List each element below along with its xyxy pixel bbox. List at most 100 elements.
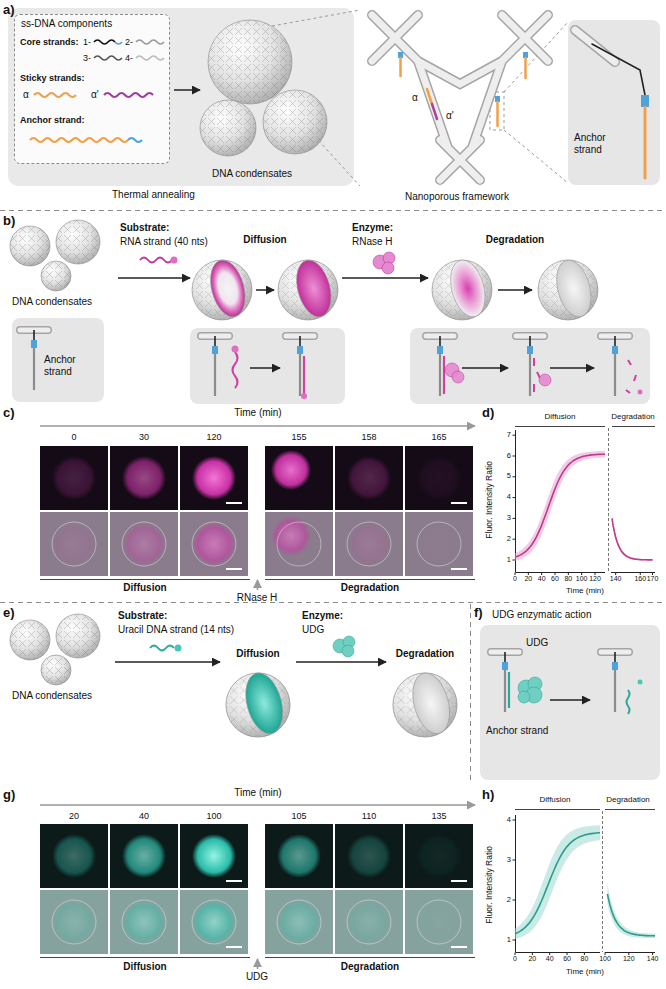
rna-strand-part (233, 352, 238, 388)
tick-mark (515, 573, 516, 576)
text-holder: Time (min) (234, 407, 281, 419)
panel-separator (0, 211, 666, 785)
framework-strut (372, 15, 649, 180)
text-holder: Degradation (486, 234, 544, 246)
uracil-strand-part (508, 672, 510, 708)
text-holder: h) (482, 788, 494, 803)
text-holder: 1 (507, 556, 511, 565)
droplet (271, 450, 311, 490)
text-holder: α (412, 92, 418, 104)
tick-mark (513, 940, 516, 941)
node-text: Anchor strand: (20, 115, 85, 125)
text-holder: 20 (528, 955, 536, 963)
text-holder: Uracil DNA strand (14 nts) (118, 624, 234, 636)
tick-label: 20 (528, 955, 536, 963)
panel-separator-part (0, 211, 666, 785)
text-holder: α' (446, 110, 454, 122)
text-holder: 155 (291, 432, 306, 442)
text-holder: 105 (291, 811, 306, 821)
text-holder: 140 (610, 575, 622, 583)
droplet (192, 522, 236, 566)
droplet (417, 456, 461, 500)
udg-enzyme-part (342, 645, 354, 657)
tick-mark (555, 573, 556, 576)
dna-strand-part (34, 93, 76, 97)
anchor-strand-part (601, 336, 629, 396)
text-holder: UDG (302, 624, 324, 636)
time-point: 40 (139, 811, 149, 821)
tick-label: 40 (546, 955, 554, 963)
text-holder: 0 (71, 432, 76, 442)
droplet (347, 522, 391, 566)
panel-background-part (190, 328, 345, 404)
tick-label: 2 (507, 535, 511, 544)
condensate-hemisphere-part-part (445, 256, 491, 320)
droplet (122, 456, 166, 500)
tick-mark (652, 573, 653, 576)
text-holder: b) (3, 214, 15, 229)
droplet-outline (347, 522, 391, 566)
micrograph-tile (40, 824, 108, 888)
label-text: UDG (246, 971, 268, 983)
micrograph-tile (110, 446, 178, 510)
droplet-outline (52, 900, 96, 944)
tick-label: 170 (647, 575, 659, 583)
condensate-part (208, 20, 292, 104)
text-holder: c) (3, 406, 15, 421)
anchor-strand-part (516, 336, 544, 396)
process-arrow-part (118, 277, 190, 279)
panel-letter: h) (482, 788, 494, 803)
droplet-outline (417, 900, 461, 944)
text-holder: Degradation (611, 412, 655, 421)
tick-label: 0 (513, 955, 517, 963)
data-curve (607, 894, 655, 936)
process-arrow-part (174, 89, 200, 91)
time-point: 110 (362, 811, 376, 821)
enzyme-blob-part (539, 374, 551, 386)
text-holder: 158 (361, 432, 376, 442)
micrograph-tile (405, 890, 473, 954)
text-holder: 120 (206, 432, 221, 442)
panel-background-part (480, 625, 660, 780)
droplet (347, 456, 391, 500)
text-holder: 4 (507, 816, 511, 825)
text-holder: 2 (507, 896, 511, 905)
tick-mark (567, 953, 568, 956)
label-text: Diffusion (123, 582, 166, 594)
node-text: Sticky strands: (20, 73, 85, 83)
anchor-strand-part (491, 652, 519, 712)
tick-mark (532, 953, 533, 956)
scale-bar (451, 502, 467, 504)
tick-label: 5 (507, 472, 511, 481)
droplet (417, 522, 461, 566)
micrograph-tile (335, 512, 403, 576)
uracil-strand-part (150, 646, 174, 651)
data-curve (515, 833, 600, 934)
label-text: Substrate: (118, 610, 167, 622)
tick-mark (605, 953, 606, 956)
tick-label: 60 (551, 575, 559, 583)
inset-box: Anchor strand (12, 318, 104, 402)
components-box: ss-DNA componentsCore strands:1-2-3-4-St… (14, 14, 170, 164)
text-holder: Anchor strand: (20, 115, 85, 125)
time-point: 155 (291, 432, 306, 442)
tick-label: 140 (610, 575, 622, 583)
text-holder: Degradation (396, 648, 454, 660)
tick-mark (513, 900, 516, 901)
tick-mark (513, 820, 516, 821)
text-holder: 165 (431, 432, 446, 442)
droplet-outline (122, 522, 166, 566)
label-text: Degradation (341, 961, 399, 973)
chart-axis (516, 430, 656, 953)
text-holder: Substrate: (120, 222, 169, 234)
node-text: DNA condensates (212, 168, 292, 180)
time-point: 100 (206, 811, 221, 821)
process-arrow-part (342, 277, 428, 279)
panel-background-part (14, 14, 170, 164)
label-text: RNase H (237, 592, 278, 604)
rna-strand-part (534, 358, 540, 392)
node-text: Anchor strand (44, 354, 100, 377)
micrograph-tile (335, 446, 403, 510)
